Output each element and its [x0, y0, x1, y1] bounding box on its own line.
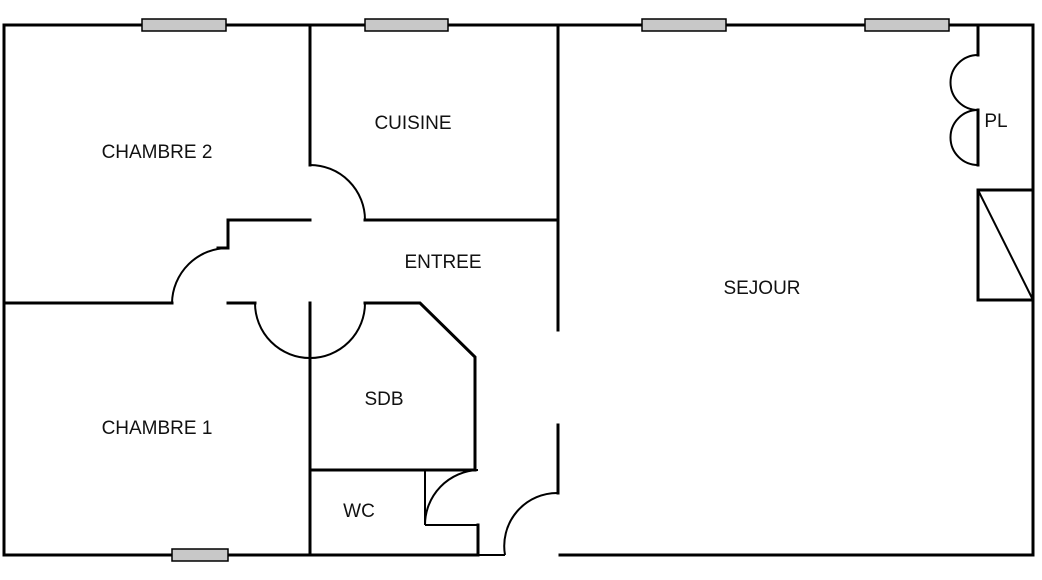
room-label-sejour: SEJOUR	[723, 278, 800, 299]
window-sejour-right	[864, 18, 950, 32]
door-sdb	[309, 302, 366, 359]
door-placard-top	[949, 54, 979, 111]
room-label-wc: WC	[343, 501, 375, 522]
room-label-sdb: SDB	[364, 389, 403, 410]
window-chambre1	[171, 548, 229, 562]
door-cuisine	[309, 164, 366, 221]
window-cuisine	[364, 18, 449, 32]
room-label-entree: ENTREE	[404, 252, 481, 273]
room-label-placard: PL	[984, 111, 1007, 132]
window-sejour-left	[641, 18, 727, 32]
room-label-cuisine: CUISINE	[374, 113, 451, 134]
door-wc	[424, 469, 479, 526]
door-entree	[503, 491, 559, 556]
room-label-chambre2: CHAMBRE 2	[102, 142, 213, 163]
door-swings	[171, 54, 979, 556]
outer-walls	[2, 23, 1035, 557]
door-chambre2	[171, 247, 229, 304]
door-placard-bottom	[949, 109, 979, 166]
windows	[141, 18, 950, 562]
door-chambre1	[254, 302, 311, 359]
room-label-chambre1: CHAMBRE 1	[102, 418, 213, 439]
window-chambre2	[141, 18, 227, 32]
room-labels: CHAMBRE 2 CUISINE ENTREE SEJOUR PL SDB C…	[102, 111, 1008, 522]
interior-walls	[2, 23, 1035, 557]
